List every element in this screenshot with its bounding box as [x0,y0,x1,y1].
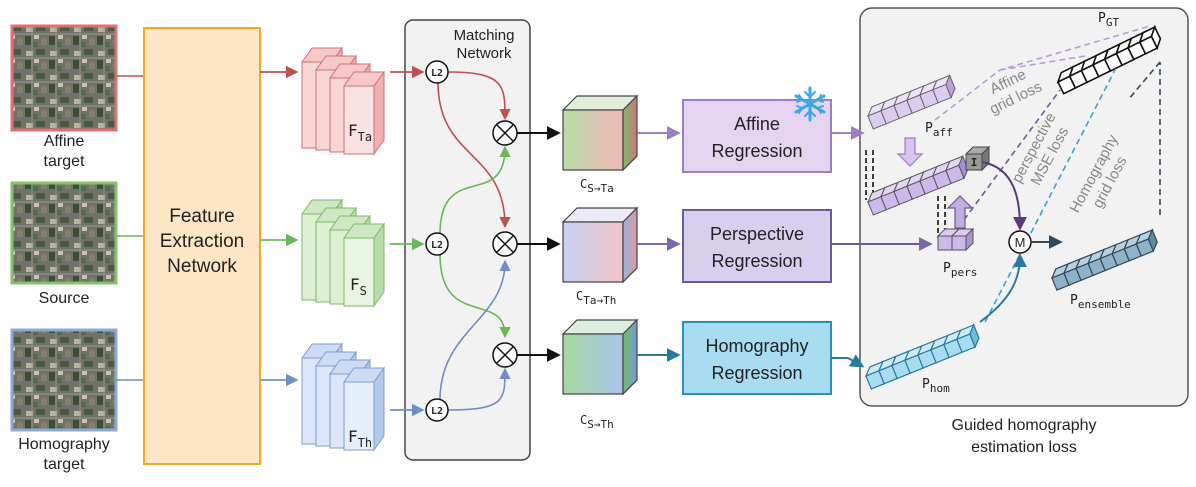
homography-target-label-1: Homography [18,436,110,453]
homography-target-input [10,328,118,432]
source-label: Source [39,290,90,307]
matching-label-1: Matching [454,27,515,44]
combined-to-merge-arrow [981,161,1027,231]
paff-down-arrow [896,137,924,167]
homography-regression-label-1: Homography [705,336,808,356]
feature-extraction-network-box [143,27,261,465]
p-hom-label: Phom [922,377,950,395]
guided-loss-panel [859,7,1189,407]
perspective-regression-box [682,209,832,283]
correlation-cube-ta-th [561,206,639,284]
p-pers-label: Ppers [943,261,977,279]
affine-grid-loss-line-2 [999,55,1086,71]
l2-node-s: L2 [425,232,449,256]
p-pers-strip [936,227,975,252]
source-input [10,181,118,285]
affine-target-label-1: Affine [44,133,85,150]
f-ta-label: FTa [348,121,372,144]
s-to-c1-curve [439,145,511,235]
ta-to-c2-curve [437,81,511,229]
l2-node-ta: L2 [425,60,449,84]
feature-stack-th [301,342,385,452]
ta-to-c1-curve [447,71,511,121]
svg-text:I: I [971,156,978,169]
identity-cube: I [964,145,991,172]
homography-to-phom-arrow [831,354,865,368]
affine-target-label-2: target [44,153,85,170]
p-gt-strip [1056,24,1162,95]
c-s-ta-label: CS→Ta [580,177,614,195]
fe-label-1: Feature [169,206,234,227]
p-aff-label: Paff [925,121,953,139]
multiply-node-1 [492,120,518,146]
affine-regression-label-2: Regression [711,141,802,161]
combined-strip [867,154,969,216]
homography-regression-box [682,321,832,395]
perspective-loss-line [957,89,1061,229]
correlation-cube-s-th [561,318,639,396]
loss-caption-2: estimation loss [971,439,1077,456]
feature-stack-s [301,198,385,308]
p-ensemble-strip [1050,228,1158,291]
ensemble-loss-line-2 [1127,61,1161,101]
p-gt-label: PGT [1098,11,1119,29]
homography-loss-line [984,69,1116,323]
c-s-th-label: CS→Th [580,413,614,431]
s-to-c3-curve [439,253,511,339]
ppers-up-arrow [946,195,974,229]
fe-label-3: Network [167,256,237,277]
perspective-regression-label-2: Regression [711,251,802,271]
correlation-cube-s-ta [561,94,639,172]
merge-node: M [1008,230,1032,254]
homography-target-label-2: target [44,456,85,473]
multiply-node-3 [492,342,518,368]
snowflake-icon [794,86,826,122]
p-ensemble-label: Pensemble [1070,293,1131,311]
affine-regression-box [682,99,832,173]
c-ta-th-label: CTa→Th [576,289,616,307]
fe-label-2: Extraction [160,231,244,252]
svg-text:L2: L2 [431,68,443,79]
multiply-node-2 [492,231,518,257]
f-s-label: FS [350,275,367,298]
perspective-regression-label-1: Perspective [710,224,804,244]
f-th-label: FTh [348,427,372,450]
loss-caption-1: Guided homography [952,417,1097,434]
homography-regression-label-2: Regression [711,363,802,383]
svg-text:L2: L2 [431,406,443,417]
svg-text:L2: L2 [431,240,443,251]
l2-node-th: L2 [425,398,449,422]
feature-stack-ta [301,46,385,156]
svg-text:M: M [1015,235,1026,250]
p-aff-strip [867,74,956,130]
th-to-c3-curve [447,367,511,411]
affine-target-input [10,24,118,132]
matching-label-2: Network [456,45,512,62]
th-to-c2-curve [439,259,511,401]
phom-to-merge-arrow [979,253,1027,323]
affine-regression-label-1: Affine [734,114,780,134]
p-hom-strip [864,323,980,390]
